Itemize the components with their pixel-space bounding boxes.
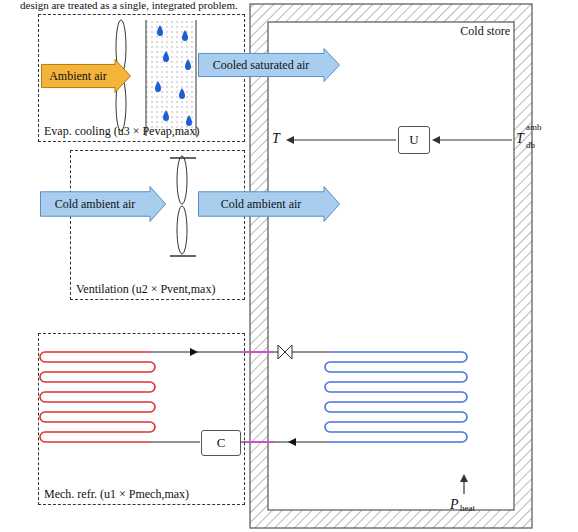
symbol-label: T <box>516 131 524 146</box>
arrow-body <box>42 60 131 93</box>
pipe-through-wall <box>244 351 274 353</box>
arrow-body <box>199 49 340 82</box>
liquid-line <box>150 352 330 353</box>
discharge-line <box>150 442 200 443</box>
node-label: Cooled saturated air <box>213 58 310 73</box>
fan-blade <box>177 156 187 204</box>
symbol-label: db <box>526 141 535 151</box>
heat-load-arrowhead <box>460 474 468 482</box>
cut-off-text: design are treated as a single, integrat… <box>20 0 238 11</box>
arrow-body <box>41 187 166 222</box>
heat-flow-arrowhead <box>286 136 294 144</box>
symbol-label: T <box>272 131 280 146</box>
water-drop <box>157 25 163 36</box>
condenser-coil <box>40 352 155 442</box>
flow-arrowhead <box>190 348 198 356</box>
evap-cooling-box: Evap. cooling (u3 × Pevap,max) Ambient ai… <box>38 14 245 142</box>
node-label: Evap. cooling (u3 × Pevap,max) <box>44 124 199 139</box>
node-label: U <box>409 132 418 148</box>
node-label: Ventilation (u2 × Pvent,max) <box>76 282 215 297</box>
fan-housing <box>170 255 196 257</box>
node-label: Cold ambient air <box>221 197 302 212</box>
fan-housing <box>170 157 196 159</box>
water-drop <box>182 30 188 41</box>
ambient-air-arrow: Ambient air <box>41 59 131 93</box>
pad-edge <box>196 20 197 136</box>
node-label: C <box>217 435 226 451</box>
symbol-label: P <box>450 497 459 512</box>
ventilation-box: Ventilation (u2 × Pvent,max) <box>70 150 245 300</box>
cooled-air-arrow: Cooled saturated air <box>198 48 340 82</box>
water-drop <box>163 51 169 62</box>
flow-arrowhead <box>288 438 296 446</box>
heat-flow-arrowhead <box>432 136 440 144</box>
store-interior <box>268 22 514 510</box>
cold-store: Cold storeU <box>250 4 532 528</box>
cold-air-arrow: Cold ambient air <box>40 186 166 222</box>
water-drop <box>185 59 191 70</box>
pipe-through-wall <box>244 441 274 443</box>
wet-pad <box>146 20 196 136</box>
heat-flow-line <box>292 139 396 140</box>
mech-refr-box: Mech. refr. (u1 × Pmech,max) C <box>38 333 245 505</box>
cold-air-arrow: Cold ambient air <box>198 186 340 222</box>
expansion-valve <box>278 345 292 359</box>
node-label: Cold store <box>460 24 510 39</box>
symbol-label: heat <box>460 504 475 514</box>
heat-load-arrow <box>463 480 464 494</box>
water-drop <box>179 88 185 99</box>
water-drop <box>155 81 161 92</box>
coils <box>40 352 467 442</box>
suction-line <box>240 442 330 443</box>
symbol-label: amb <box>526 123 542 133</box>
water-droplets <box>155 25 192 126</box>
u-value-box: U <box>398 126 430 154</box>
heat-flow-line <box>438 139 512 140</box>
fan-blade <box>177 206 187 254</box>
evaporator-coil <box>325 352 467 442</box>
node-label: Ambient air <box>49 69 107 84</box>
store-wall <box>250 4 532 528</box>
node-label: Cold ambient air <box>55 197 136 212</box>
node-label: Mech. refr. (u1 × Pmech,max) <box>44 487 189 502</box>
arrow-body <box>199 187 340 222</box>
pad-edge <box>146 20 147 136</box>
water-drop <box>163 110 169 121</box>
compressor-box: C <box>201 430 241 456</box>
